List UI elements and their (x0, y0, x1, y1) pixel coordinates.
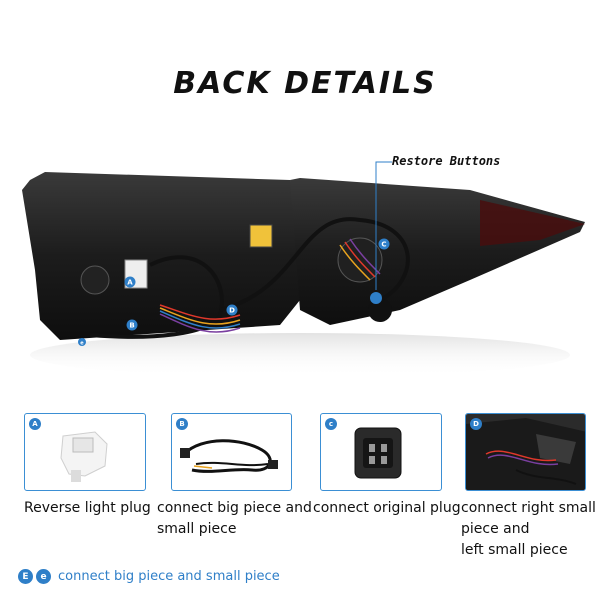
page-title: BACK DETAILS (173, 66, 437, 101)
badge-e-lower: e (36, 569, 51, 584)
svg-text:A: A (127, 279, 133, 287)
caption-line: connect big piece and (157, 500, 312, 516)
badge-b: B (176, 418, 188, 430)
caption-line: left small piece (461, 542, 568, 558)
caption-line: connect right small (461, 500, 596, 516)
caption-line: small piece (157, 521, 237, 537)
restore-buttons-callout: Restore Buttons (392, 154, 501, 168)
black-connector-plug-image (354, 427, 402, 479)
white-connector-plug-image (60, 431, 108, 482)
svg-text:C: C (381, 241, 386, 249)
badge-c: c (325, 418, 337, 430)
caption-connect-big-small: connect big piece and small piece (157, 498, 317, 540)
footer-note: E e connect big piece and small piece (18, 569, 280, 584)
badge-d: D (470, 418, 482, 430)
svg-text:B: B (129, 322, 134, 330)
caption-line: connect original plug (313, 500, 461, 516)
badge-a: A (29, 418, 41, 430)
caption-line: Reverse light plug (24, 500, 151, 516)
caption-line: piece and (461, 521, 530, 537)
detail-card-c: c (320, 413, 442, 491)
svg-text:e: e (80, 341, 84, 347)
product-image-taillight-back: A B C D e (0, 150, 610, 390)
caption-reverse-light-plug: Reverse light plug (24, 498, 164, 519)
badge-e-upper: E (18, 569, 33, 584)
footer-text: connect big piece and small piece (58, 569, 280, 584)
caption-connect-right-left: connect right small piece and left small… (461, 498, 606, 561)
black-wire-harness-image (180, 439, 278, 473)
caption-connect-original-plug: connect original plug (313, 498, 463, 519)
detail-card-d: D (465, 413, 586, 491)
svg-text:D: D (229, 307, 235, 315)
detail-card-a: A (24, 413, 146, 491)
tail-light-wiring-image (466, 414, 585, 490)
detail-card-b: B (171, 413, 292, 491)
